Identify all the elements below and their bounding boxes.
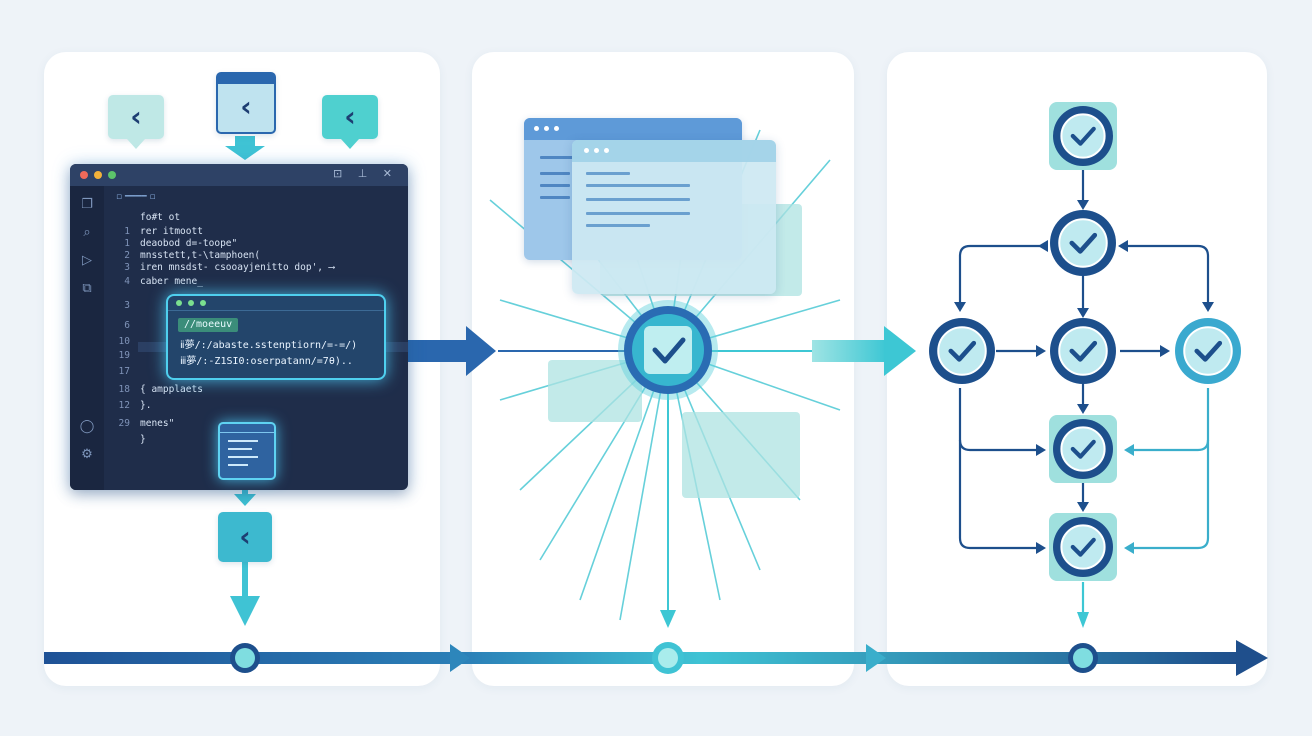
- callout-center: ‹: [216, 72, 276, 134]
- line-number: 6: [124, 320, 130, 331]
- line-number: 3: [124, 300, 130, 311]
- window-controls[interactable]: ⊡ ⊥ ✕: [332, 167, 398, 180]
- line-number: 1: [124, 238, 130, 249]
- line-number: 12: [118, 400, 130, 411]
- editor-sidebar: ❐ ⌕ ▷ ⧉ ◯ ⚙: [70, 186, 104, 490]
- callout-bottom: ‹: [218, 512, 272, 562]
- callout-left: ‹: [108, 95, 164, 149]
- line-number: 29: [118, 418, 130, 429]
- account-icon[interactable]: ◯: [79, 419, 95, 434]
- code-text: }.: [140, 400, 152, 411]
- arrow-code-to-validation: [408, 326, 625, 376]
- checkmark-icon: [929, 318, 995, 384]
- settings-icon[interactable]: ⚙: [81, 447, 93, 462]
- popup-tag: //moeeuv: [178, 318, 239, 332]
- code-text: rer itmoott: [140, 226, 203, 237]
- search-icon[interactable]: ⌕: [83, 225, 91, 240]
- checkmark-icon: [1049, 415, 1117, 483]
- code-text: mnsstett,t-\tamphoen(: [140, 250, 261, 261]
- workflow-connectors: [958, 168, 1210, 616]
- code-text: deaobod d=-toope": [140, 238, 238, 249]
- checkmark-icon: [1175, 318, 1241, 384]
- checkmark-icon: [1050, 318, 1116, 384]
- chevron-left-icon: ‹: [344, 100, 356, 133]
- checkmark-icon: [1049, 513, 1117, 581]
- code-text: iren mnsdst- csooayjenitto dop', ⟶: [140, 262, 335, 273]
- minimize-dot[interactable]: [94, 171, 102, 179]
- line-number: 1: [124, 226, 130, 237]
- line-number: 2: [124, 250, 130, 261]
- checkmark-icon: [1049, 102, 1117, 170]
- timeline: [44, 640, 1268, 676]
- central-check-node: [618, 300, 718, 400]
- line-number: 10: [118, 336, 130, 347]
- editor-titlebar: ⊡ ⊥ ✕: [70, 164, 408, 186]
- workflow-arrowheads: [954, 200, 1214, 628]
- editor-tabs[interactable]: ▫ ━━━━ ▫: [116, 192, 156, 202]
- files-icon[interactable]: ❐: [81, 197, 93, 212]
- code-text: caber mene_: [140, 276, 203, 287]
- ghost-card: [682, 412, 800, 498]
- maximize-dot[interactable]: [108, 171, 116, 179]
- code-text: menes": [140, 418, 175, 429]
- line-number: 3: [124, 262, 130, 273]
- checkmark-icon: [1050, 210, 1116, 276]
- popup-line: ⅱ夢/:/abaste.sstenptiorn/=-=/): [180, 340, 358, 351]
- chevron-left-icon: ‹: [130, 100, 142, 133]
- code-suggestion-popup[interactable]: //moeeuv ⅱ夢/:/abaste.sstenptiorn/=-=/) ⅲ…: [166, 294, 386, 380]
- extensions-icon[interactable]: ⧉: [82, 281, 92, 296]
- line-number: 19: [118, 350, 130, 361]
- line-number: 4: [124, 276, 130, 287]
- window-front: [572, 140, 776, 294]
- chevron-left-icon: ‹: [240, 90, 252, 123]
- mini-window-icon: [218, 422, 276, 480]
- code-text: { ampplaets: [140, 384, 203, 395]
- popup-line: ⅲ夢/:-Z1SI0:oserpatann/=7θ)..: [180, 356, 353, 367]
- arrow-validation-to-workflow: [710, 326, 916, 376]
- callout-right: ‹: [322, 95, 378, 149]
- run-icon[interactable]: ▷: [82, 253, 92, 268]
- code-text: }: [140, 434, 146, 445]
- ghost-card: [548, 360, 642, 422]
- chevron-left-icon: ‹: [239, 520, 251, 553]
- close-dot[interactable]: [80, 171, 88, 179]
- code-text: fo#t ot: [140, 212, 181, 223]
- line-number: 17: [118, 366, 130, 377]
- line-number: 18: [118, 384, 130, 395]
